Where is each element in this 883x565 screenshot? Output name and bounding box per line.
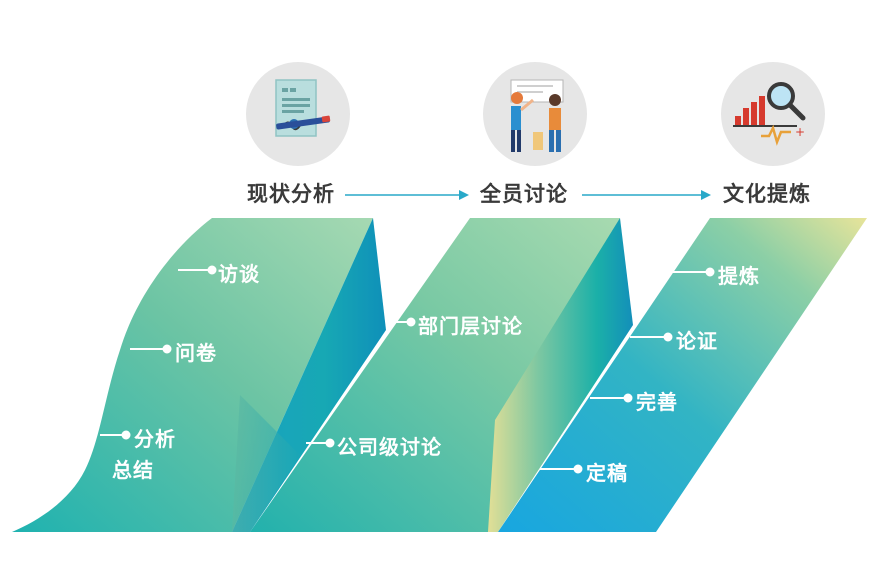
document-pen-icon bbox=[246, 62, 350, 166]
leader-lines bbox=[100, 265, 715, 474]
fold-1-shade bbox=[232, 395, 300, 532]
step-summary: 总结 bbox=[112, 458, 154, 482]
band-stage-3 bbox=[498, 218, 867, 532]
step-department-discussion: 部门层讨论 bbox=[418, 314, 523, 338]
step-verify: 论证 bbox=[676, 329, 718, 353]
fold-2 bbox=[488, 218, 633, 532]
step-questionnaire: 问卷 bbox=[175, 341, 217, 365]
band-stage-1 bbox=[12, 218, 373, 532]
arrow-stage-1-to-2 bbox=[345, 190, 469, 200]
step-finalize: 定稿 bbox=[586, 461, 628, 485]
svg-text:+: + bbox=[795, 125, 805, 139]
arrow-stage-2-to-3 bbox=[582, 190, 711, 200]
stage-2-title: 全员讨论 bbox=[480, 182, 568, 206]
stage-3-title: 文化提炼 bbox=[723, 182, 811, 206]
team-discussion-icon bbox=[483, 62, 587, 166]
chart-magnifier-icon: + bbox=[721, 62, 825, 166]
band-stage-2 bbox=[250, 218, 620, 532]
step-analysis: 分析 bbox=[134, 427, 176, 451]
step-improve: 完善 bbox=[636, 390, 678, 414]
stage-1-title: 现状分析 bbox=[247, 182, 335, 206]
step-refine: 提炼 bbox=[718, 264, 760, 288]
step-interview: 访谈 bbox=[218, 262, 260, 286]
step-company-discussion: 公司级讨论 bbox=[337, 435, 442, 459]
